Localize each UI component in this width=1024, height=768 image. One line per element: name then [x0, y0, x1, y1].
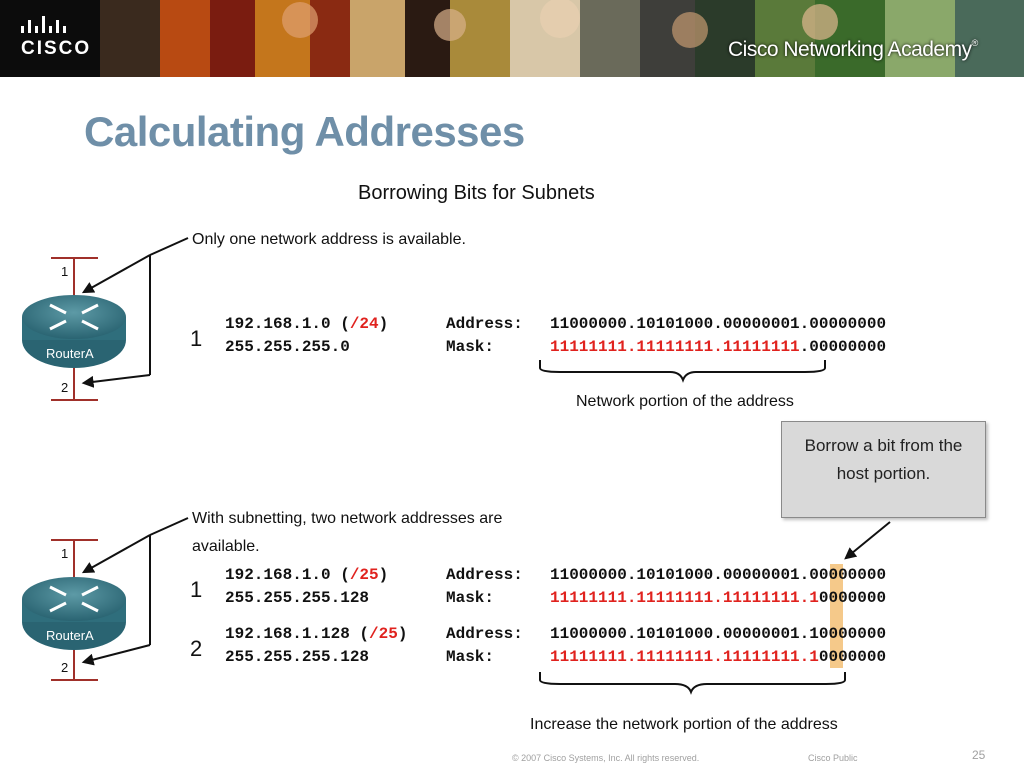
router2-icon	[22, 577, 126, 650]
mask-bits: 11111111.11111111.11111111.00000000	[550, 338, 886, 356]
router2-label: RouterA	[46, 628, 94, 643]
callout-line-2: host portion.	[836, 464, 931, 483]
single-network-note: Only one network address is available.	[192, 231, 466, 248]
page-number: 25	[972, 748, 986, 762]
router1-port-bottom: 2	[61, 380, 69, 395]
classification-text: Cisco Public	[808, 753, 858, 763]
page-title: Calculating Addresses	[84, 108, 525, 155]
subnet-mask: 255.255.255.0	[225, 338, 350, 356]
address-bits-head: 11000000.10101000.00000001.	[550, 566, 810, 584]
increase-network-brace	[539, 672, 846, 695]
mask-bits: 11111111.11111111.11111111.10000000	[550, 589, 886, 607]
ip-text: 192.168.1.0	[225, 315, 331, 333]
mask-network-bits: 11111111.11111111.11111111.	[550, 589, 810, 607]
callout-text: Borrow a bit from the host portion.	[782, 432, 985, 488]
address-borrowed-bit: 0	[809, 566, 819, 584]
copyright-text: © 2007 Cisco Systems, Inc. All rights re…	[512, 753, 700, 763]
subnetting-note-line2: available.	[192, 538, 260, 555]
prefix-close: )	[378, 566, 389, 584]
borrow-bit-callout: Borrow a bit from the host portion.	[781, 421, 986, 518]
mask-label: Mask:	[446, 338, 495, 356]
cisco-bridge-icon	[21, 16, 66, 33]
mask-borrowed-bit: 1	[809, 589, 819, 607]
mask-label: Mask:	[446, 589, 495, 607]
ip-text: 192.168.1.0	[225, 566, 331, 584]
cisco-logo-text: CISCO	[21, 38, 92, 59]
router2-port-top: 1	[61, 546, 69, 561]
network-portion-label: Network portion of the address	[576, 393, 794, 410]
mask-label: Mask:	[446, 648, 495, 666]
address-bits: 11000000.10101000.00000001.00000000	[550, 315, 887, 333]
mask-network-bits: 11111111.11111111.11111111.	[550, 648, 810, 666]
header-banner: CISCO Cisco Networking Academy®	[0, 0, 1024, 77]
address-bits-tail: 0000000	[818, 566, 887, 584]
address-label: Address:	[446, 315, 523, 333]
academy-brand: Cisco Networking Academy®	[728, 38, 978, 62]
router2-port-bottom: 2	[61, 660, 69, 675]
address-label: Address:	[446, 566, 523, 584]
prefix-close: )	[397, 625, 408, 643]
borrowed-bit-highlight	[830, 564, 843, 668]
cisco-logo: CISCO	[0, 0, 100, 77]
increase-network-label: Increase the network portion of the addr…	[530, 716, 838, 733]
address-bits-tail: 0000000	[818, 625, 887, 643]
router1-label: RouterA	[46, 346, 94, 361]
network-ip: 192.168.1.0 (/25)	[225, 566, 388, 584]
network-ip: 192.168.1.0 (/24)	[225, 315, 388, 333]
prefix-open: (	[330, 566, 350, 584]
address-borrowed-bit: 1	[809, 625, 819, 643]
mask-network-bits: 11111111.11111111.11111111	[550, 338, 800, 356]
prefix-open: (	[330, 315, 350, 333]
prefix-close: )	[378, 315, 389, 333]
mask-host-bits: .00000000	[799, 338, 887, 356]
registered-mark: ®	[971, 38, 979, 48]
mask-host-bits: 0000000	[818, 589, 887, 607]
address-bits: 11000000.10101000.00000001.10000000	[550, 625, 886, 643]
mask-borrowed-bit: 1	[809, 648, 819, 666]
row-index: 1	[190, 577, 203, 602]
router1-port-top: 1	[61, 264, 69, 279]
prefix-open: (	[349, 625, 370, 643]
network-ip: 192.168.1.128 (/25)	[225, 625, 407, 643]
network-portion-brace	[539, 360, 826, 383]
academy-brand-text: Cisco Networking Academy	[728, 38, 972, 61]
prefix-length: /25	[349, 566, 379, 584]
address-bits: 11000000.10101000.00000001.00000000	[550, 566, 886, 584]
subnetting-note-line1: With subnetting, two network addresses a…	[192, 510, 503, 527]
row-index: 2	[190, 636, 203, 661]
prefix-length: /25	[369, 625, 398, 643]
row-index: 1	[190, 326, 203, 351]
router2-links	[51, 517, 189, 681]
subnet-mask: 255.255.255.128	[225, 648, 370, 666]
ip-text: 192.168.1.128	[225, 625, 350, 643]
callout-line-1: Borrow a bit from the	[804, 436, 963, 455]
banner-photo-strip	[100, 0, 1024, 77]
router1-icon	[22, 295, 126, 368]
prefix-length: /24	[349, 315, 379, 333]
callout-arrow	[844, 521, 891, 560]
address-bits-head: 11000000.10101000.00000001.	[550, 625, 810, 643]
mask-host-bits: 0000000	[818, 648, 887, 666]
diagram-subtitle: Borrowing Bits for Subnets	[358, 182, 595, 204]
address-label: Address:	[446, 625, 523, 643]
router1-links	[51, 237, 189, 401]
mask-bits: 11111111.11111111.11111111.10000000	[550, 648, 886, 666]
subnet-mask: 255.255.255.128	[225, 589, 370, 607]
